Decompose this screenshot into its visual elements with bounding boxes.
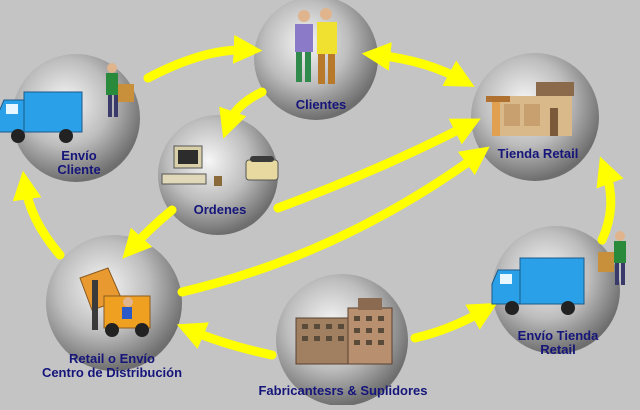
computer-phone-icon (161, 145, 279, 186)
customers-couple-icon (295, 8, 337, 84)
envio-tienda-retail-label: Envío Tienda Retail (508, 329, 608, 357)
arrow-ordenes-to-centro (122, 205, 177, 259)
flow-arrows (12, 34, 624, 360)
ordenes-label: Ordenes (193, 202, 247, 217)
envio-cliente-line2: Cliente (57, 162, 101, 177)
arrow-centro-to-tienda (177, 146, 490, 297)
centro-distribucion-label: Retail o Envío Centro de Distribución (22, 352, 202, 380)
arrow-envio-to-tienda (596, 156, 624, 245)
arrow-clientes-tienda (361, 42, 475, 87)
envio-tienda-retail-line2: Retail (540, 342, 576, 357)
centro-distribucion-line1: Retail o Envío (69, 351, 155, 366)
ordenes-sphere (158, 115, 278, 235)
factory-building-icon (295, 298, 393, 365)
arrow-envio-to-clientes (143, 34, 263, 83)
arrow-ordenes-to-tienda (273, 118, 481, 213)
envio-cliente-line1: Envío (61, 148, 97, 163)
envio-cliente-label: Envío Cliente (44, 149, 114, 177)
arrow-fabricantes-to-centro (176, 322, 277, 360)
clientes-label: Clientes (295, 97, 347, 112)
envio-tienda-retail-line1: Envío Tienda (517, 328, 599, 343)
arrow-fabricantes-to-envio (410, 302, 498, 343)
arrow-clientes-to-ordenes (219, 87, 267, 139)
centro-distribucion-line2: Centro de Distribución (41, 365, 183, 380)
fabricantes-label: Fabricantesrs & Suplidores (258, 383, 428, 398)
retail-store-icon (486, 82, 574, 136)
tienda-retail-label: Tienda Retail (497, 146, 579, 161)
forklift-icon (79, 267, 151, 337)
clientes-sphere (254, 0, 378, 120)
delivery-truck-icon (491, 231, 626, 315)
arrow-centro-to-envio (12, 170, 65, 260)
delivery-truck-icon (0, 63, 134, 143)
